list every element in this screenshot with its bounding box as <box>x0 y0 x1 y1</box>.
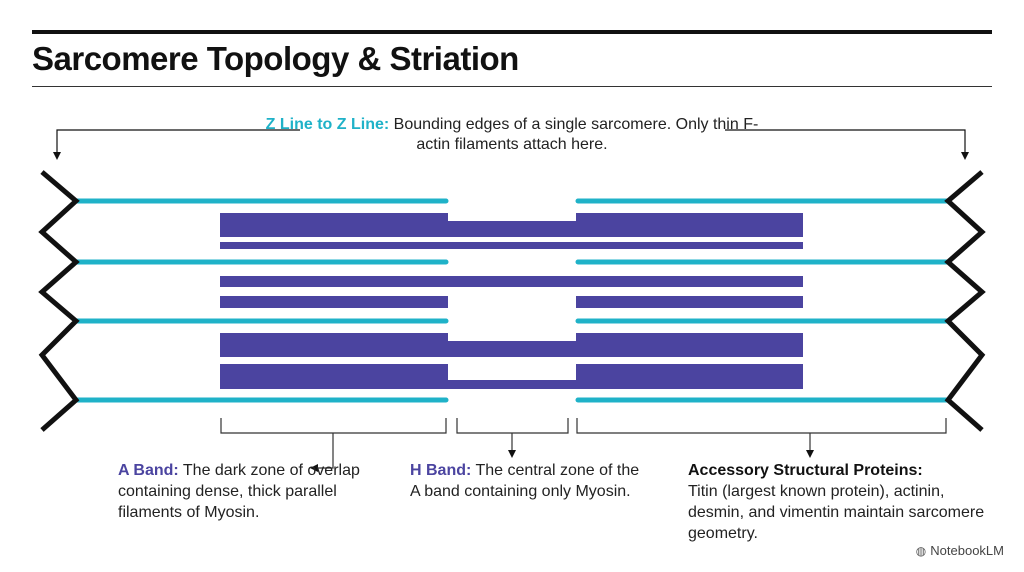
page-title: Sarcomere Topology & Striation <box>32 40 519 77</box>
h-zone-gap-4 <box>448 364 576 380</box>
h-band-bracket <box>456 418 569 434</box>
z-lines <box>38 170 986 432</box>
h-zone-gap-3 <box>448 333 576 341</box>
myosin-filament-3 <box>220 276 803 287</box>
z-line-caption-text: Bounding edges of a single sarcomere. On… <box>389 116 759 153</box>
z-line-bracket-right <box>725 129 966 158</box>
a-band-callout: A Band: The dark zone of overlap contain… <box>118 460 368 523</box>
h-band-arrowhead <box>508 450 516 458</box>
z-line-caption: Z Line to Z Line: Bounding edges of a si… <box>262 115 762 155</box>
h-zone-gap-2 <box>448 296 576 308</box>
z-line-arrowhead-left <box>53 152 61 160</box>
brand-mark: ◍ NotebookLM <box>916 543 1004 558</box>
accessory-arrowhead <box>806 450 814 458</box>
accessory-bracket <box>576 418 947 434</box>
title-divider <box>32 86 992 87</box>
a-band-bracket <box>220 418 447 434</box>
a-band-lead: A Band: <box>118 462 179 479</box>
notebooklm-icon: ◍ <box>915 543 927 558</box>
a-band-leader <box>318 433 334 469</box>
h-band-text: The central zone of the A band containin… <box>410 462 640 500</box>
actin-filaments <box>73 198 951 403</box>
a-band-arrowhead <box>310 464 318 472</box>
h-zone <box>448 213 576 380</box>
myosin-filament-2 <box>220 242 803 249</box>
z-line-arrowhead-right <box>961 152 969 160</box>
top-rule <box>32 30 992 34</box>
z-line-bracket-left <box>56 129 300 158</box>
z-line-bracket <box>56 129 966 158</box>
accessory-proteins-lead: Accessory Structural Proteins: <box>688 462 923 479</box>
z-line-left <box>38 170 80 432</box>
a-band-text: The dark zone of overlap containing dens… <box>118 462 360 521</box>
band-brackets <box>220 418 947 469</box>
h-zone-gap-1 <box>448 213 576 221</box>
brand-label: NotebookLM <box>930 543 1004 558</box>
h-band-callout: H Band: The central zone of the A band c… <box>410 460 640 502</box>
z-line-right <box>944 170 986 432</box>
h-band-lead: H Band: <box>410 462 472 479</box>
z-line-caption-lead: Z Line to Z Line: <box>265 116 390 133</box>
accessory-proteins-text: Titin (largest known protein), actinin, … <box>688 483 985 542</box>
accessory-proteins-callout: Accessory Structural Proteins: Titin (la… <box>688 460 988 544</box>
